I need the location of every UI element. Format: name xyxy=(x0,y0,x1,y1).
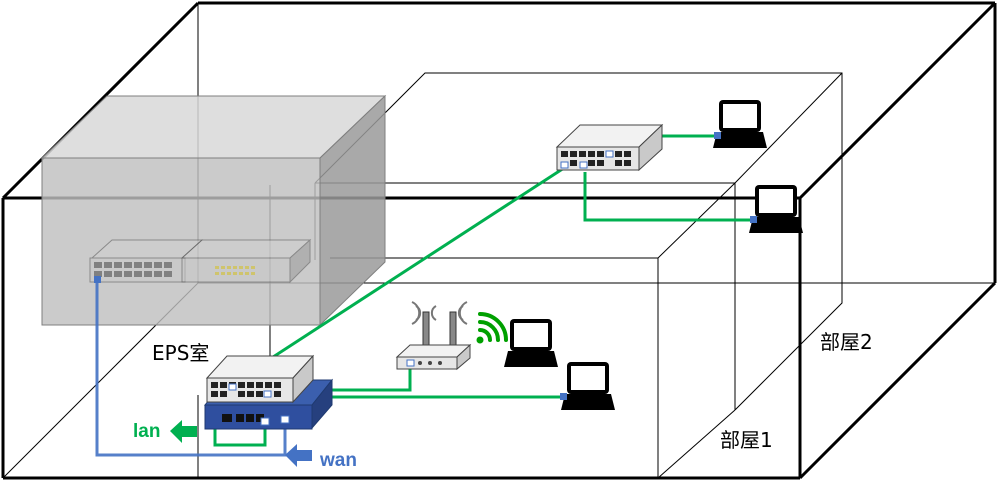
wan-cable xyxy=(95,280,287,457)
eps-room-box xyxy=(40,94,387,360)
floor-switch xyxy=(205,354,315,404)
laptop-icon xyxy=(713,100,767,148)
wan-label: wan xyxy=(319,450,357,471)
room2-switch xyxy=(555,123,664,172)
lan-label: lan xyxy=(133,421,160,442)
eps-core-switch xyxy=(89,239,204,283)
eps-patch-panel xyxy=(180,238,312,284)
wifi-signal-icon xyxy=(476,312,508,344)
laptop-icon xyxy=(749,185,803,233)
cable-port-markers xyxy=(94,132,757,400)
laptop-icon xyxy=(504,319,558,367)
room2-outline xyxy=(314,72,843,411)
lan-arrow-icon xyxy=(170,420,197,443)
room1-label: 部屋1 xyxy=(720,428,773,452)
wan-arrow-icon xyxy=(285,444,312,467)
room2-label: 部屋2 xyxy=(820,330,873,354)
access-point xyxy=(395,301,472,371)
laptop-icon xyxy=(561,362,615,410)
eps-room-label: EPS室 xyxy=(152,341,209,365)
